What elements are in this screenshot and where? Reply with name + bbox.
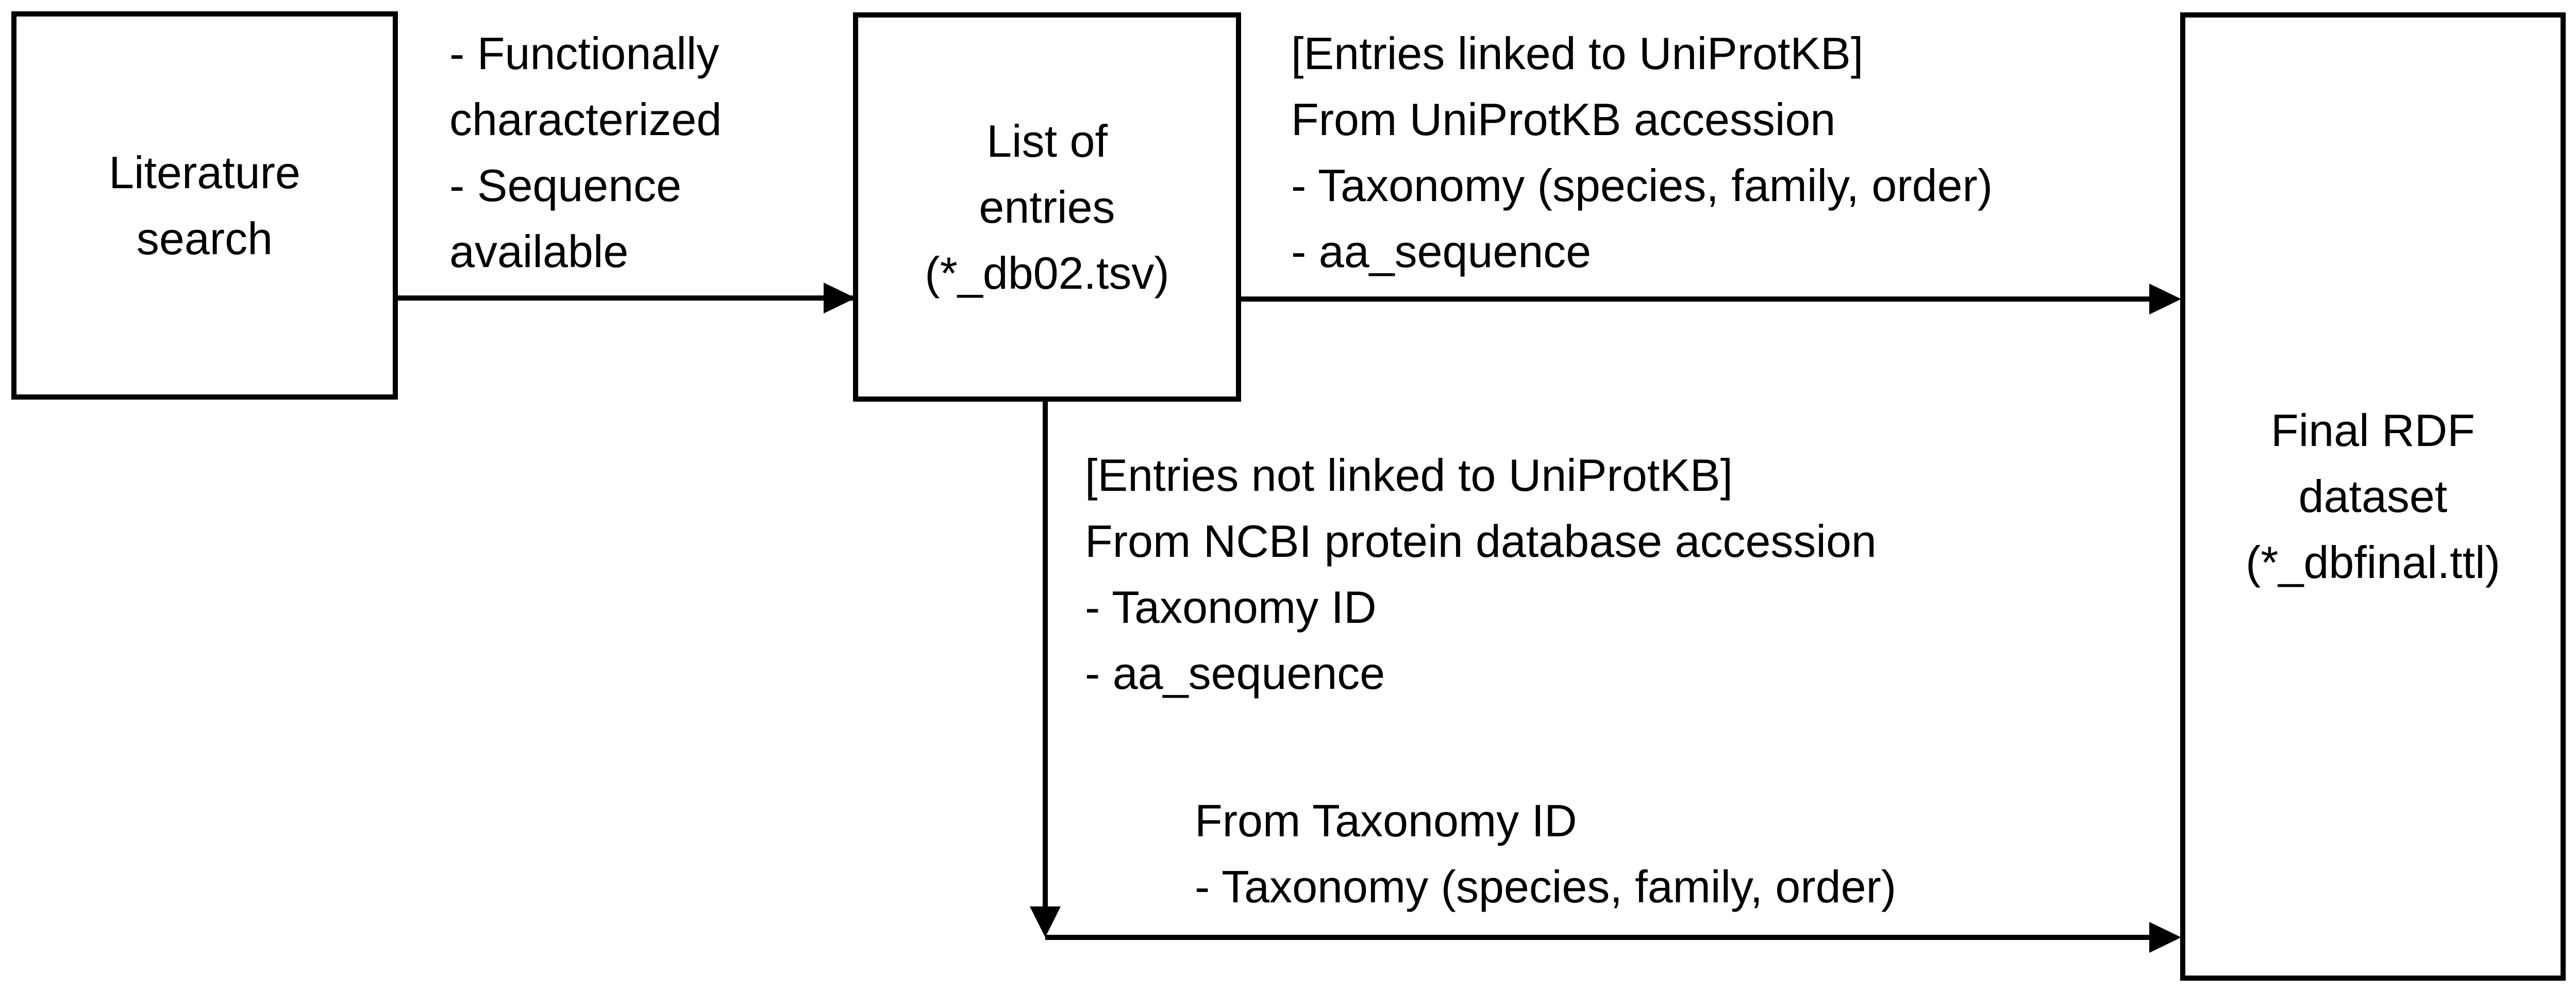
node-list-of-entries-line-2: entries bbox=[979, 181, 1115, 233]
label-not-linked-line-4: - aa_sequence bbox=[1085, 648, 1385, 699]
label-not-linked-line-2: From NCBI protein database accession bbox=[1085, 516, 1877, 567]
label-criteria-line-2: characterized bbox=[449, 94, 722, 145]
node-literature-search-line-2: search bbox=[136, 212, 273, 264]
node-list-of-entries-line-3: (*_db02.tsv) bbox=[925, 247, 1169, 299]
node-final-rdf-line-2: dataset bbox=[2298, 471, 2448, 522]
label-uniprot-linked-line-3: - Taxonomy (species, family, order) bbox=[1291, 160, 1993, 211]
arrowhead-list-entry bbox=[824, 283, 856, 313]
label-criteria-line-4: available bbox=[449, 226, 629, 277]
node-final-rdf-dataset: Final RDF dataset (*_dbfinal.ttl) bbox=[2180, 12, 2566, 981]
label-uniprot-linked-line-2: From UniProtKB accession bbox=[1291, 94, 1836, 145]
label-from-taxonomy-line-2: - Taxonomy (species, family, order) bbox=[1195, 861, 1897, 912]
arrowhead-down bbox=[1030, 906, 1061, 937]
node-list-of-entries-line-1: List of bbox=[986, 115, 1108, 167]
label-uniprot-linked-line-1: [Entries linked to UniProtKB] bbox=[1291, 28, 1864, 79]
label-from-taxonomy-line-1: From Taxonomy ID bbox=[1195, 795, 1577, 846]
node-list-of-entries: List of entries (*_db02.tsv) bbox=[853, 12, 1241, 402]
label-uniprot-not-linked: [Entries not linked to UniProtKB] From N… bbox=[1085, 442, 1877, 706]
arrowhead-final-bottom bbox=[2149, 922, 2181, 953]
label-not-linked-line-1: [Entries not linked to UniProtKB] bbox=[1085, 450, 1733, 501]
node-final-rdf-line-1: Final RDF bbox=[2270, 405, 2475, 456]
node-literature-search: Literature search bbox=[11, 11, 398, 400]
arrowhead-final-top bbox=[2149, 284, 2181, 315]
label-not-linked-line-3: - Taxonomy ID bbox=[1085, 582, 1377, 633]
label-uniprot-linked-line-4: - aa_sequence bbox=[1291, 226, 1592, 277]
node-final-rdf-line-3: (*_dbfinal.ttl) bbox=[2245, 537, 2500, 588]
label-selection-criteria: - Functionally characterized - Sequence … bbox=[449, 21, 722, 285]
label-from-taxonomy-id: From Taxonomy ID - Taxonomy (species, fa… bbox=[1195, 788, 1896, 920]
label-uniprot-linked: [Entries linked to UniProtKB] From UniPr… bbox=[1291, 21, 1993, 285]
label-criteria-line-3: - Sequence bbox=[449, 160, 682, 211]
node-literature-search-line-1: Literature bbox=[109, 146, 300, 198]
label-criteria-line-1: - Functionally bbox=[449, 28, 720, 79]
